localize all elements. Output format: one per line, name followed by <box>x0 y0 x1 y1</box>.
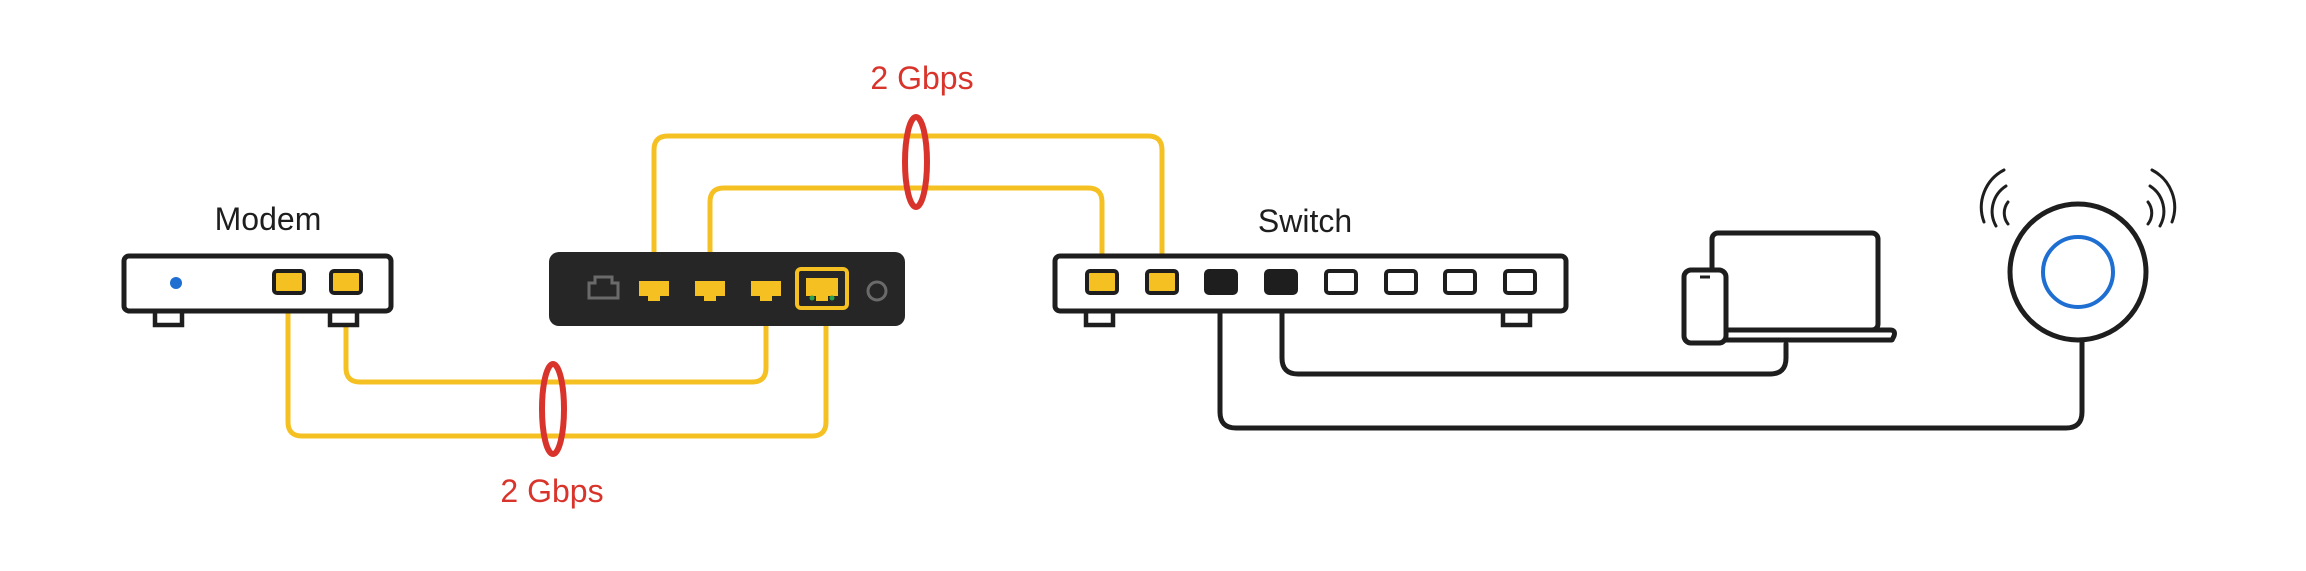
status-led-icon <box>170 277 182 289</box>
wifi-waves-right <box>2146 168 2177 228</box>
switch-port-3 <box>1204 269 1238 295</box>
wifi-access-point-icon <box>1979 168 2177 343</box>
switch-port-7 <box>1443 269 1477 295</box>
modem-icon <box>121 253 394 328</box>
modem-port-2 <box>329 269 363 295</box>
switch-port-5 <box>1324 269 1358 295</box>
cable-switch-to-laptop <box>1279 292 1789 377</box>
switch-port-6 <box>1384 269 1418 295</box>
wifi-waves-left <box>1979 168 2010 228</box>
copper-cables <box>1217 292 2085 431</box>
inactive-port-icon <box>587 275 620 300</box>
bandwidth-label-bottom: 2 Gbps <box>500 473 604 509</box>
router-wan-port-highlight <box>795 267 849 310</box>
switch-icon <box>1052 253 1569 328</box>
bandwidth-label-top: 2 Gbps <box>870 60 974 96</box>
laptop-screen <box>1709 230 1881 333</box>
aggregation-ring-bottom <box>539 361 567 457</box>
laptop-base <box>1697 327 1897 343</box>
switch-port-2 <box>1145 269 1179 295</box>
router-lan-port-3 <box>751 281 781 301</box>
router-lan-port-1 <box>639 281 669 301</box>
modem-port-1 <box>272 269 306 295</box>
modem-label: Modem <box>214 201 322 237</box>
switch-port-1 <box>1085 269 1119 295</box>
power-button-icon <box>866 280 888 302</box>
router-icon <box>549 252 905 326</box>
cable-switch-to-access-point <box>1217 292 2085 431</box>
router-wan-port <box>806 278 838 301</box>
switch-port-4 <box>1264 269 1298 295</box>
laptop-phone-icon <box>1681 230 1897 346</box>
phone <box>1681 267 1729 346</box>
switch-label: Switch <box>1257 203 1353 239</box>
link-modem-port2-router <box>343 294 769 385</box>
aggregation-ring-top <box>902 114 930 210</box>
router-lan-port-2 <box>695 281 725 301</box>
switch-port-8 <box>1503 269 1537 295</box>
link-modem-port1-router <box>285 294 829 439</box>
